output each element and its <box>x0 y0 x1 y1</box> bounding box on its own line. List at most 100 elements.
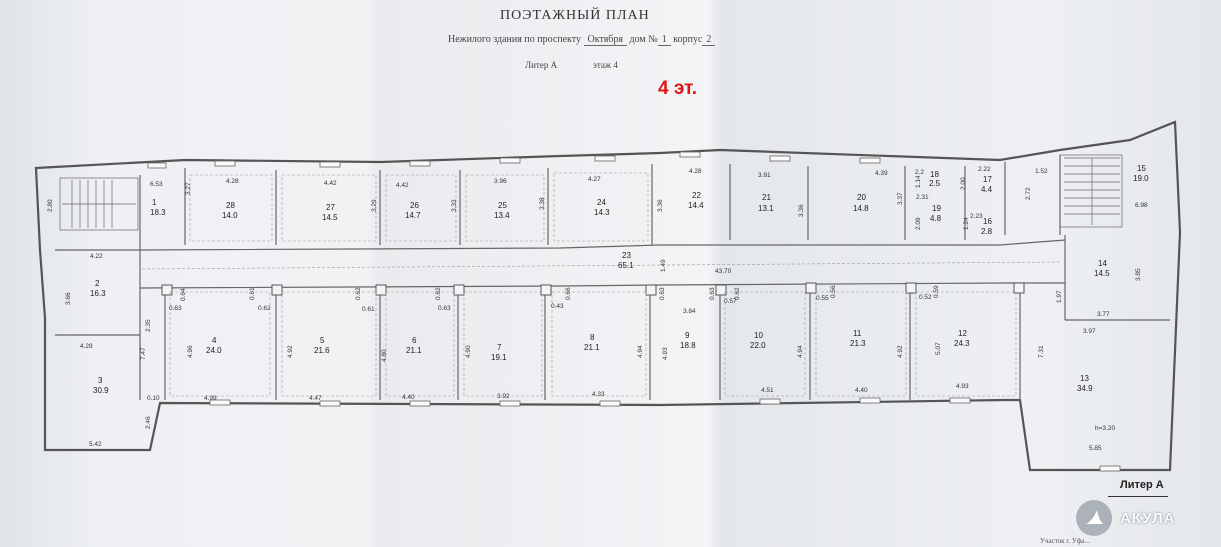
dimension-75: 4.40 <box>855 387 868 394</box>
room-10-id: 10 <box>754 331 763 340</box>
dimension-43: 0.43 <box>551 303 564 310</box>
room-27-area: 14.5 <box>322 213 338 222</box>
dimension-13: 3.91 <box>758 172 771 179</box>
litera-underline <box>1108 496 1168 497</box>
stairs-left-icon <box>59 177 139 231</box>
bottom-row-line <box>139 282 1065 289</box>
room-26-area: 14.7 <box>405 211 421 220</box>
room-27-id: 27 <box>326 203 335 212</box>
dimension-8: 3.96 <box>494 178 507 185</box>
room-12-area: 24.3 <box>954 339 970 348</box>
room-14-area: 14.5 <box>1094 269 1110 278</box>
dimension-20: 1.14 <box>915 175 922 188</box>
windows <box>147 151 1121 472</box>
room-8-id: 8 <box>590 333 595 342</box>
dimension-62: 4.92 <box>897 345 904 358</box>
dimension-71: 4.40 <box>402 394 415 401</box>
dimension-54: 3.84 <box>683 308 696 315</box>
dimension-33: 2.46 <box>145 416 152 429</box>
plan-title: ПОЭТАЖНЫЙ ПЛАН <box>500 8 650 23</box>
room-19-area: 4.8 <box>930 214 942 223</box>
floor-label: этаж 4 <box>593 60 618 70</box>
room-23-id: 23 <box>622 251 631 260</box>
dimension-10: 4.27 <box>588 176 601 183</box>
dimension-30: 4.28 <box>80 343 93 350</box>
dimension-25: 2.72 <box>1025 187 1032 200</box>
litera-label: Литер А <box>525 60 558 70</box>
room-28-id: 28 <box>226 201 235 210</box>
room-13-id: 13 <box>1080 374 1089 383</box>
dimension-0: 6.53 <box>150 181 163 188</box>
dimension-70: 4.47 <box>309 395 322 402</box>
dimension-76: 4.93 <box>956 383 969 390</box>
top-row-line <box>139 239 1066 251</box>
dimension-49: 0.55 <box>816 295 829 302</box>
dimension-39: 0.62 <box>355 287 362 300</box>
room-7-area: 19.1 <box>491 353 507 362</box>
dashed-outlines <box>141 172 1061 397</box>
dimension-6: 4.42 <box>396 182 409 189</box>
room-24-area: 14.3 <box>594 208 610 217</box>
dimension-78: 2.2 <box>915 169 924 176</box>
dimension-48: 0.57 <box>724 298 737 305</box>
dimension-58: 4.90 <box>465 345 472 358</box>
dimension-41: 0.63 <box>438 305 451 312</box>
dimension-65: 1.97 <box>1056 290 1063 303</box>
building-label: корпус <box>673 34 703 45</box>
room-20-area: 14.8 <box>853 204 869 213</box>
dimension-labels: 6.53 2.80 3.27 4.28 4.42 3.29 4.42 3.33 … <box>47 166 1148 452</box>
room-12-id: 12 <box>958 329 967 338</box>
dimension-16: 3.37 <box>897 192 904 205</box>
dimension-27: 4.22 <box>90 253 103 260</box>
footer-note: Участок г. Уфа... <box>1040 537 1090 545</box>
dimension-28: 3.66 <box>65 292 72 305</box>
room-21-area: 13.1 <box>758 204 774 213</box>
dimension-23: 2.23 <box>970 213 983 220</box>
room-8-area: 21.1 <box>584 343 600 352</box>
room-22-area: 14.4 <box>688 201 704 210</box>
room-21-id: 21 <box>762 193 771 202</box>
dimension-21: 2.09 <box>915 217 922 230</box>
room-24-id: 24 <box>597 198 606 207</box>
dimension-15: 4.39 <box>875 170 888 177</box>
dimension-59: 4.94 <box>637 345 644 358</box>
dimension-60: 4.93 <box>662 347 669 360</box>
room-16-area: 2.8 <box>981 227 993 236</box>
bottom-dividers <box>164 235 1170 400</box>
dimension-17: 2.22 <box>978 166 991 173</box>
room-13-area: 34.9 <box>1077 384 1093 393</box>
ceiling-height: h=3.20 <box>1095 425 1115 432</box>
room-15-id: 15 <box>1137 164 1146 173</box>
dimension-68: 3.85 <box>1135 268 1142 281</box>
room-5-id: 5 <box>320 336 325 345</box>
room-3-area: 30.9 <box>93 386 109 395</box>
room-4-area: 24.0 <box>206 346 222 355</box>
room-19-id: 19 <box>932 204 941 213</box>
watermark: АКУЛА <box>1076 500 1175 536</box>
room-20-id: 20 <box>857 193 866 202</box>
dimension-36: 0.63 <box>169 305 182 312</box>
room-3-id: 3 <box>98 376 103 385</box>
plan-subtitle: Нежилого здания по проспекту Октября дом… <box>448 34 716 46</box>
room-labels: 1 18.3 2 16.3 3 30.9 4 24.0 5 21.6 6 21.… <box>90 164 1149 395</box>
dimension-57: 4.80 <box>381 349 388 362</box>
room-11-id: 11 <box>853 329 862 338</box>
left-rooms <box>55 249 141 400</box>
floor-badge: 4 эт. <box>658 78 698 99</box>
dimension-50: 0.56 <box>830 285 837 298</box>
room-2-area: 16.3 <box>90 289 106 298</box>
room-18-area: 2.5 <box>929 179 941 188</box>
dimension-67: 3.97 <box>1083 328 1096 335</box>
dimension-45: 0.63 <box>659 287 666 300</box>
dimension-61: 4.94 <box>797 345 804 358</box>
house-label: дом № <box>629 34 658 45</box>
dimension-1: 2.80 <box>47 199 54 212</box>
dimension-32: 0.10 <box>147 395 160 402</box>
dimension-63: 5.07 <box>935 342 942 355</box>
dimension-14: 3.36 <box>798 204 805 217</box>
dimension-72: 3.92 <box>497 393 510 400</box>
dimension-73: 4.33 <box>592 391 605 398</box>
dimension-51: 0.59 <box>933 285 940 298</box>
